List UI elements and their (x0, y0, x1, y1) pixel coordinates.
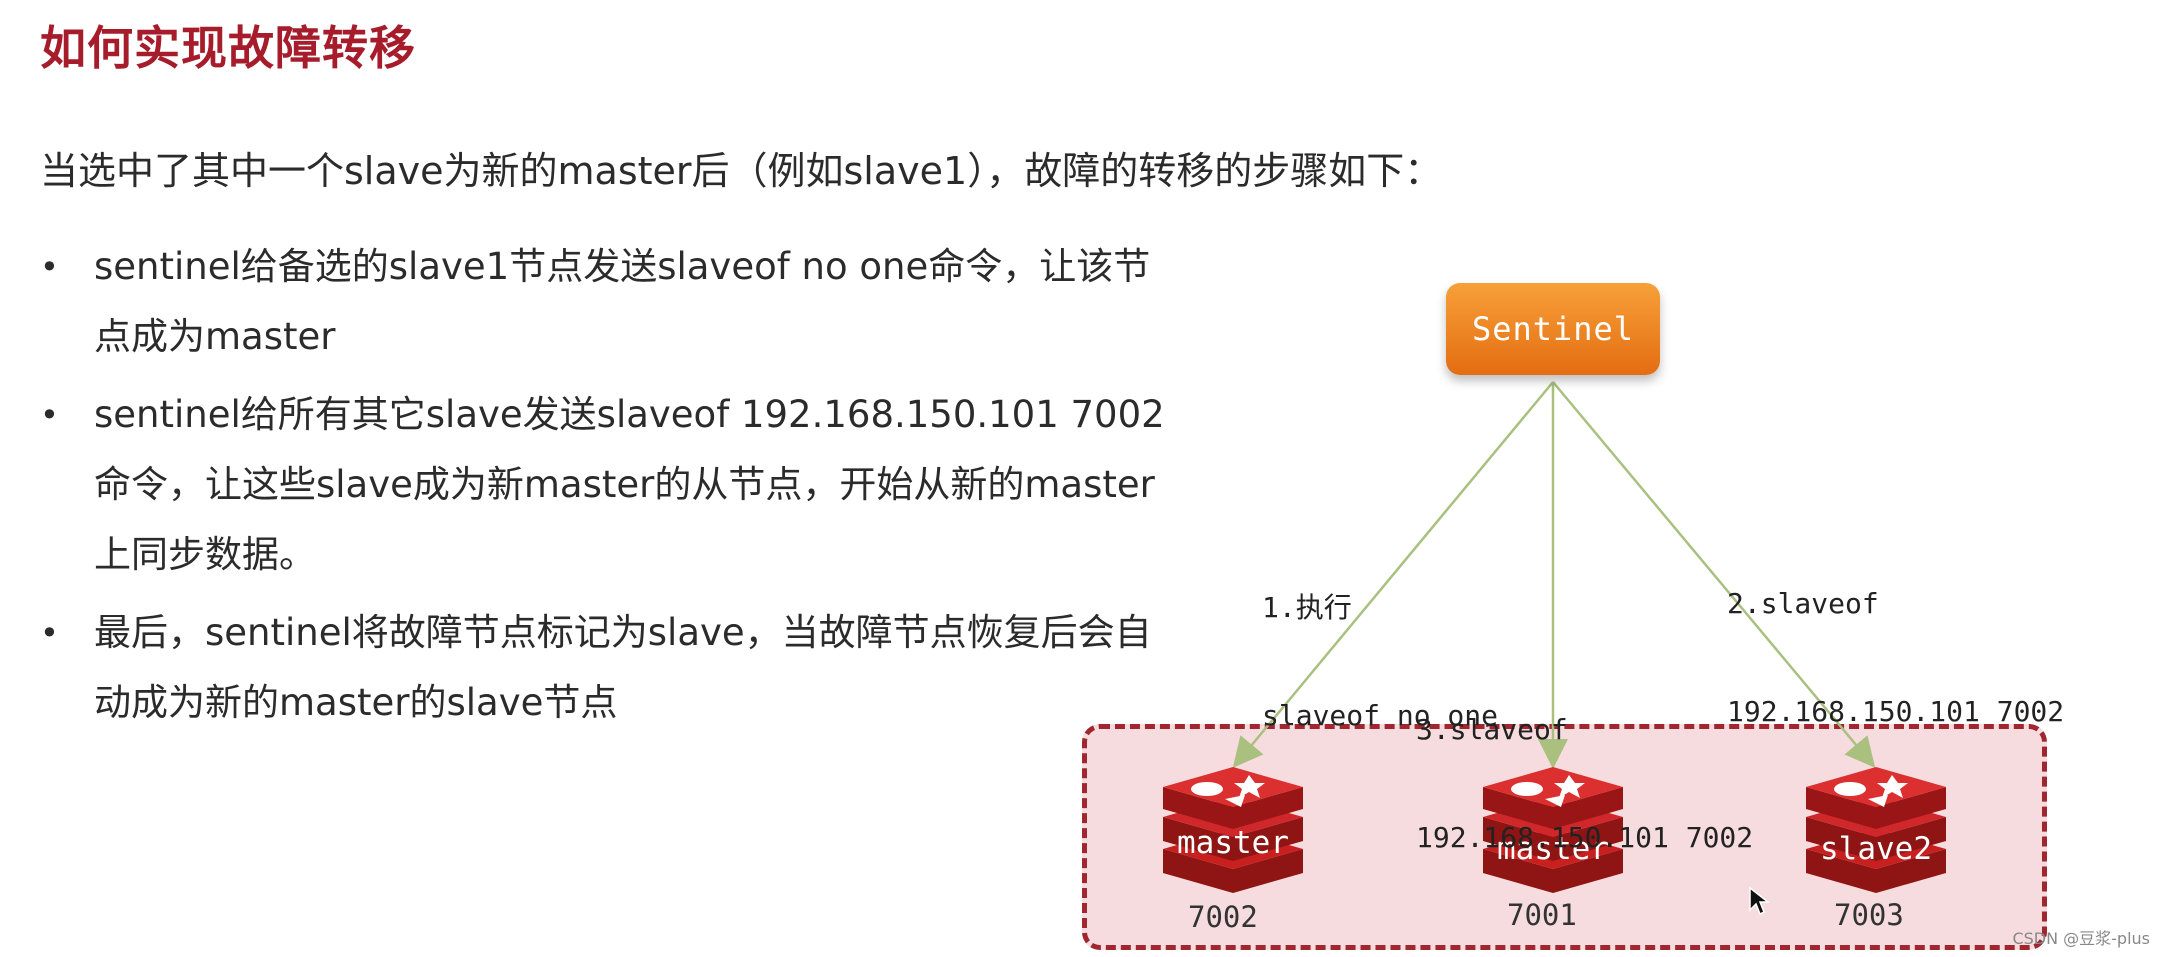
redis-master-icon: master (1163, 767, 1303, 893)
node-label-slave2: slave2 (1820, 831, 1932, 867)
arrow-to-7002 (1232, 381, 1554, 768)
redis-master-icon: master (1483, 767, 1623, 893)
node-label-master-1: master (1177, 825, 1289, 861)
watermark: CSDN @豆浆-plus (2012, 929, 2150, 948)
page-title: 如何实现故障转移 (40, 21, 416, 75)
arrow-to-7003 (1552, 381, 1876, 768)
redis-slave-icon: slave2 (1806, 767, 1946, 893)
edge-label-3: 3.slaveof 192.168.150.101 7002 (1416, 713, 1754, 854)
port-label-7003: 7003 (1834, 898, 1904, 932)
list-item: • sentinel给备选的slave1节点发送slaveof no one命令… (40, 232, 1180, 372)
bullet-dot-icon: • (40, 614, 59, 652)
mouse-cursor-icon (1749, 886, 1770, 916)
edge-label-1: 1.执行 slaveof no one (1262, 591, 1499, 732)
node-label-master-2: master (1497, 831, 1609, 867)
list-item: • sentinel给所有其它slave发送slaveof 192.168.15… (40, 380, 1180, 590)
bullet-list: • sentinel给备选的slave1节点发送slaveof no one命令… (40, 232, 1180, 746)
bullet-dot-icon: • (40, 248, 59, 286)
port-label-7002: 7002 (1188, 900, 1258, 934)
list-item: • 最后，sentinel将故障节点标记为slave，当故障节点恢复后会自 动成… (40, 598, 1180, 738)
intro-text: 当选中了其中一个slave为新的master后（例如slave1），故障的转移的… (40, 149, 1443, 193)
sentinel-node: Sentinel (1446, 283, 1660, 375)
edge-label-2: 2.slaveof 192.168.150.101 7002 (1727, 587, 2065, 728)
port-label-7001: 7001 (1507, 898, 1577, 932)
bullet-dot-icon: • (40, 396, 59, 434)
